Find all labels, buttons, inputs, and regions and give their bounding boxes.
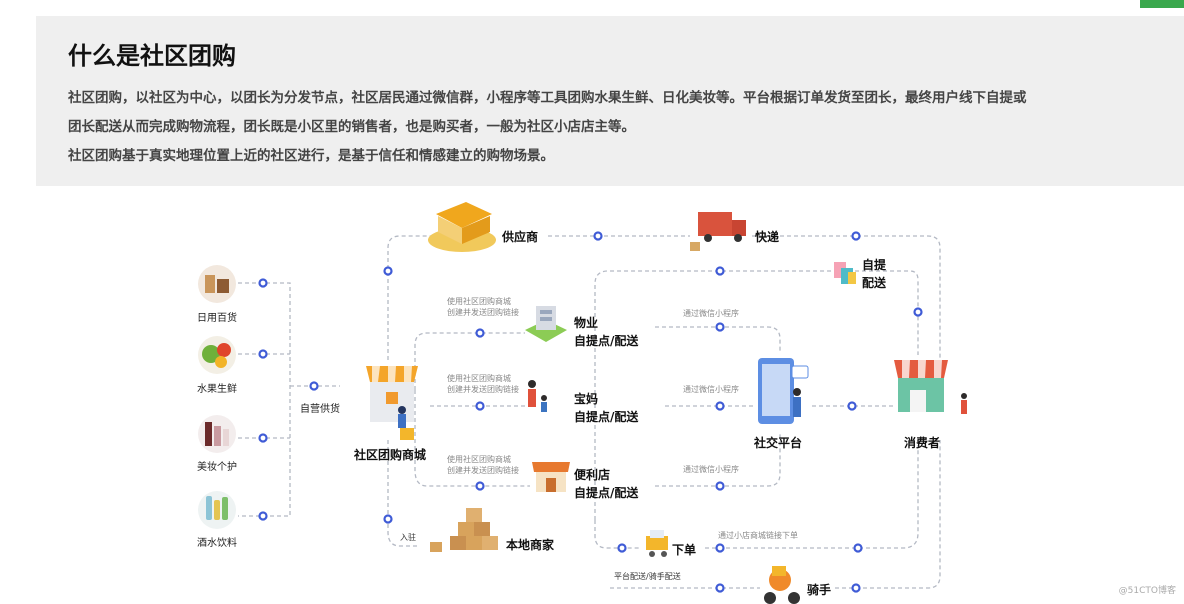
convenience-store-icon <box>532 462 570 492</box>
delivery-label: 配送 <box>862 276 887 290</box>
consumer-shop-icon <box>894 360 967 414</box>
wechat-note-1: 通过微信小程序 <box>683 309 739 318</box>
daily-goods-icon <box>198 265 236 303</box>
intro-line-1: 社区团购，以社区为中心，以团长为分发节点，社区居民通过微信群，小程序等工具团购水… <box>68 90 1027 106</box>
drinks-icon <box>198 491 236 529</box>
mall-note-3a: 使用社区团购商城 <box>447 455 511 464</box>
supplier-icon <box>428 202 496 252</box>
platform-delivery-note: 平台配送/骑手配送 <box>614 572 681 581</box>
local-merchant-label: 本地商家 <box>506 538 555 552</box>
entry-label: 入驻 <box>400 533 416 542</box>
intro-line-3: 社区团购基于真实地理位置上近的社区进行，是基于信任和情感建立的购物场景。 <box>68 148 554 164</box>
social-platform-phone-icon <box>758 358 809 424</box>
social-platform-label: 社交平台 <box>754 436 803 450</box>
mall-note-1b: 创建并发送团购链接 <box>447 308 519 317</box>
intro-panel <box>36 16 1184 186</box>
category-drinks: 酒水饮料 <box>197 538 237 549</box>
wechat-note-3: 通过微信小程序 <box>683 465 739 474</box>
intro-line-2: 团长配送从而完成购物流程，团长既是小区里的销售者，也是购买者，一般为社区小店店主… <box>68 119 635 135</box>
fruit-icon <box>198 336 236 374</box>
category-cosmetics: 美妆个护 <box>197 462 237 473</box>
store-sub-label: 自提点/配送 <box>574 486 639 500</box>
page-title: 什么是社区团购 <box>68 42 236 70</box>
cosmetics-icon <box>198 415 236 453</box>
mall-note-2a: 使用社区团购商城 <box>447 374 511 383</box>
property-sub-label: 自提点/配送 <box>574 334 639 348</box>
rider-label: 骑手 <box>807 583 832 597</box>
shopping-bag-icon <box>834 262 856 284</box>
local-merchant-boxes-icon <box>430 508 498 552</box>
property-label: 物业 <box>574 316 599 330</box>
mall-label: 社区团购商城 <box>354 448 427 462</box>
mall-note-2b: 创建并发送团购链接 <box>447 385 519 394</box>
mom-label: 宝妈 <box>574 392 599 406</box>
corner-tab <box>1140 0 1184 8</box>
mom-figure-icon <box>528 380 547 412</box>
mall-note-1a: 使用社区团购商城 <box>447 297 511 306</box>
order-label: 下单 <box>672 543 697 557</box>
order-note: 通过小店商城链接下单 <box>718 531 798 540</box>
category-daily-goods: 日用百货 <box>197 313 237 324</box>
order-cart-icon <box>646 530 668 557</box>
category-fruit: 水果生鲜 <box>197 384 237 395</box>
pickup-label: 自提 <box>862 258 887 272</box>
express-label: 快递 <box>755 230 780 244</box>
delivery-truck-icon <box>690 212 746 251</box>
store-label: 便利店 <box>574 468 611 482</box>
mall-note-3b: 创建并发送团购链接 <box>447 466 519 475</box>
wechat-note-2: 通过微信小程序 <box>683 385 739 394</box>
watermark: @51CTO博客 <box>1118 586 1176 596</box>
rider-scooter-icon <box>764 566 800 604</box>
self-supply-label: 自营供货 <box>300 404 340 415</box>
mom-sub-label: 自提点/配送 <box>574 410 639 424</box>
community-mall-icon <box>366 366 418 440</box>
property-building-icon <box>525 306 567 342</box>
supplier-label: 供应商 <box>502 230 539 244</box>
consumer-label: 消费者 <box>904 436 941 450</box>
